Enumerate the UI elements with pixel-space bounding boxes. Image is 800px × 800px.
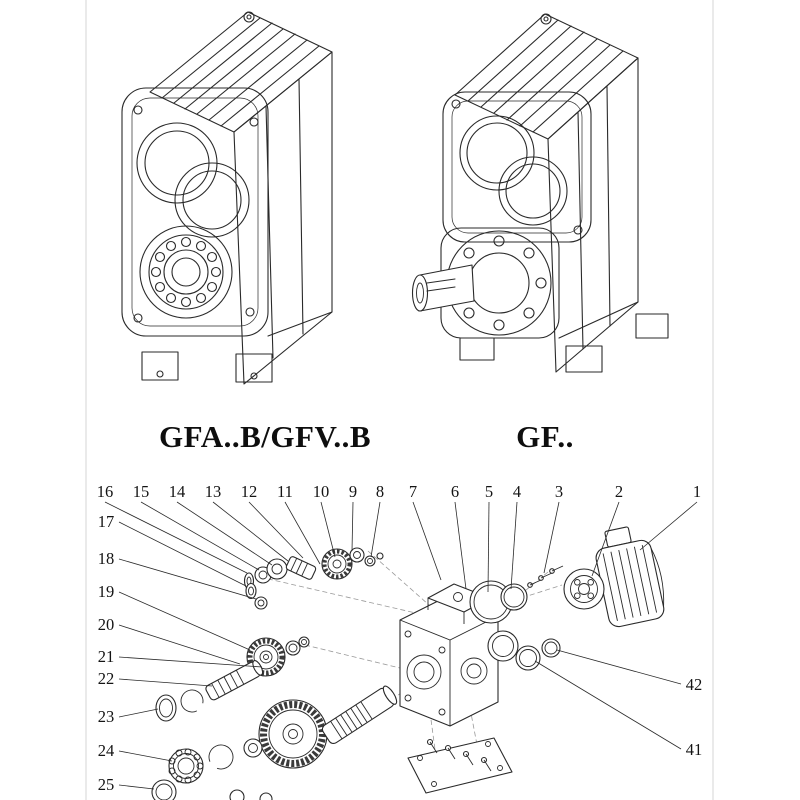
part-number-4: 4 xyxy=(513,482,521,501)
part-number-3: 3 xyxy=(555,482,563,501)
part-number-16: 16 xyxy=(97,482,114,501)
part-number-15: 15 xyxy=(133,482,150,501)
part-number-14: 14 xyxy=(169,482,186,501)
part-pinion-shaft xyxy=(205,660,264,701)
bore-circle-1 xyxy=(136,122,218,204)
part-motor xyxy=(586,526,665,628)
part-number-1: 1 xyxy=(693,482,701,501)
part-number-20: 20 xyxy=(98,615,115,634)
part-numbers-left: 17 18 19 20 21 22 23 24 25 xyxy=(98,512,115,794)
part-number-7: 7 xyxy=(409,482,417,501)
gearbox-drawing-gfab xyxy=(121,11,333,385)
part-number-42: 42 xyxy=(686,675,703,694)
part-number-21: 21 xyxy=(98,647,115,666)
part-gasket xyxy=(407,737,513,794)
output-shaft xyxy=(411,264,475,312)
part-number-25: 25 xyxy=(98,775,115,794)
part-number-41: 41 xyxy=(686,740,703,759)
bearing-detail xyxy=(139,225,233,319)
part-number-24: 24 xyxy=(98,741,115,760)
part-oring-large xyxy=(469,580,513,624)
page-edge-lines xyxy=(85,0,714,800)
leader-lines xyxy=(104,501,698,790)
part-number-13: 13 xyxy=(205,482,222,501)
part-output-washer xyxy=(243,738,263,758)
part-number-18: 18 xyxy=(98,549,115,568)
lifting-plug xyxy=(540,13,552,25)
part-cover-bolts xyxy=(426,738,492,772)
part-number-5: 5 xyxy=(485,482,493,501)
part-circlip-1 xyxy=(155,689,204,722)
part-number-22: 22 xyxy=(98,669,115,688)
part-number-23: 23 xyxy=(98,707,115,726)
part-numbers-right: 42 41 xyxy=(686,675,703,759)
model-label-right: GF.. xyxy=(516,419,574,454)
part-number-12: 12 xyxy=(241,482,258,501)
part-oring-small xyxy=(500,583,528,611)
part-number-9: 9 xyxy=(349,482,357,501)
part-number-8: 8 xyxy=(376,482,384,501)
model-label-left: GFA..B/GFV..B xyxy=(159,419,371,454)
part-output-bearing xyxy=(168,748,204,784)
part-output-shaft xyxy=(321,685,398,745)
part-number-11: 11 xyxy=(277,482,293,501)
lifting-plug xyxy=(243,11,255,23)
part-number-6: 6 xyxy=(451,482,459,501)
part-input-gear xyxy=(321,547,384,580)
part-number-17: 17 xyxy=(98,512,115,531)
part-second-washers xyxy=(245,582,268,610)
part-coupling-pulley xyxy=(563,568,605,610)
part-circlip-2 xyxy=(151,744,273,800)
bore-circle-2 xyxy=(174,162,250,238)
part-output-gear xyxy=(258,699,328,769)
exploded-diagram: 16 15 14 13 12 11 10 9 8 7 6 5 4 3 2 1 1… xyxy=(97,482,703,800)
part-numbers-top: 16 15 14 13 12 11 10 9 8 7 6 5 4 3 2 1 xyxy=(97,482,701,501)
part-number-19: 19 xyxy=(98,582,115,601)
gearbox-drawing-gf xyxy=(411,13,669,373)
part-input-shaft xyxy=(285,556,317,580)
part-bolt-set xyxy=(527,565,564,588)
part-number-10: 10 xyxy=(313,482,330,501)
part-retaining-rings xyxy=(487,630,561,671)
part-number-2: 2 xyxy=(615,482,623,501)
